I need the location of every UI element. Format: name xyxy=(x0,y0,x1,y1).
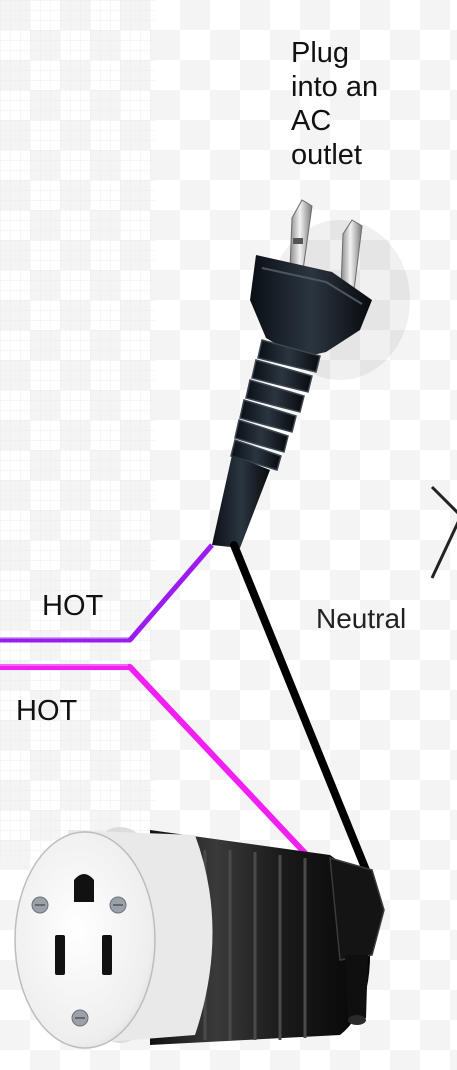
caption-line: into an xyxy=(291,71,379,103)
hot-2-label: HOT xyxy=(16,695,78,727)
caption-line: Plug xyxy=(291,37,350,69)
caption-line: outlet xyxy=(291,139,362,171)
hot-1-label: HOT xyxy=(42,590,104,622)
hot-wire-1 xyxy=(0,543,214,643)
ac-plug-icon xyxy=(212,199,410,548)
hot-wire-2 xyxy=(0,664,338,888)
receptacle-connector-icon xyxy=(14,827,385,1049)
neutral-label: Neutral xyxy=(316,603,407,634)
chevron-right-icon[interactable] xyxy=(430,485,457,579)
neutral-wire xyxy=(230,541,374,884)
plug-caption: Plug into an AC outlet xyxy=(291,36,451,172)
caption-line: AC xyxy=(291,105,332,137)
